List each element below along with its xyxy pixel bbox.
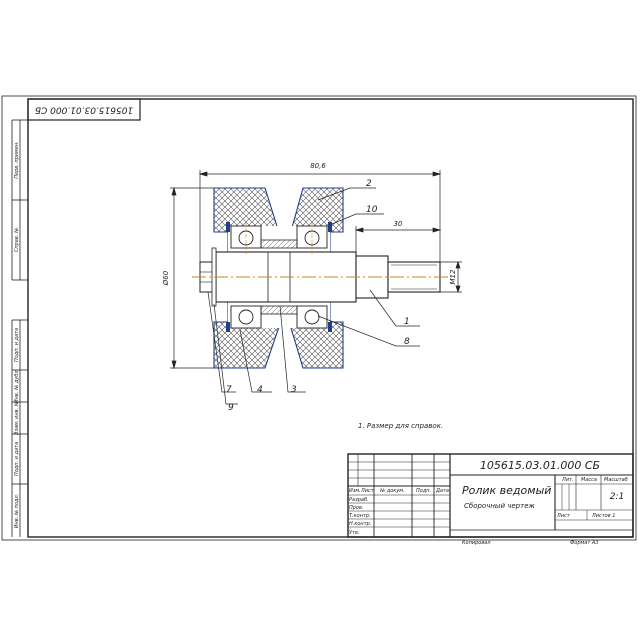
top-stamp-number: 105615.03.01.000 СБ (35, 105, 133, 115)
spacer-upper (260, 239, 298, 249)
spacer-lower (260, 305, 298, 315)
margin-label-podp-data-1: Подп. и дата (14, 328, 20, 362)
margin-label-inv-podl: Инв. № подл. (14, 494, 20, 529)
sheet-label: Лист (556, 513, 571, 519)
sheet-outer-border (1, 95, 637, 541)
role-nkontr: Н.контр. (349, 521, 371, 527)
role-tkontr: Т.контр. (349, 513, 371, 519)
dimensions (170, 170, 462, 370)
margin-label-inv-dubl: Инв. № дубл. (14, 369, 20, 403)
bearing-lower-right (296, 305, 328, 329)
circlip-upper-left (226, 222, 230, 232)
row-sign: Подп. (416, 488, 431, 494)
dim-thread: M12 (449, 269, 457, 284)
col-scale: Масштаб (604, 477, 628, 483)
dim-shaft-length: 30 (394, 220, 403, 228)
callout-10: 10 (366, 205, 378, 215)
left-margin-labels: Перв. примен. Справ. № Подп. и дата Инв.… (14, 141, 20, 528)
callout-numbers: 2 10 1 8 3 4 7 9 (226, 179, 410, 413)
callout-7: 7 (226, 385, 232, 395)
scale-value: 2:1 (610, 492, 624, 502)
sheet-inner-frame (27, 98, 634, 538)
row-izm: Изм. (349, 488, 361, 494)
margin-label-podp-data-2: Подп. и дата (14, 442, 20, 476)
role-razrab: Разраб. (349, 497, 369, 503)
title-name: Ролик ведомый (462, 484, 551, 497)
drawing-note: 1. Размер для справок. (358, 422, 443, 430)
role-utv: Утв. (349, 530, 360, 536)
title-doc-number: 105615.03.01.000 СБ (480, 459, 600, 472)
callout-9: 9 (228, 403, 234, 413)
role-prov: Пров. (349, 505, 364, 511)
row-list: Лист (360, 488, 375, 494)
row-date: Дата (435, 488, 449, 494)
title-block (347, 453, 634, 538)
callout-4: 4 (257, 385, 263, 395)
callout-2: 2 (366, 179, 372, 189)
circlip-lower-right (328, 322, 332, 332)
circlip-lower-left (226, 322, 230, 332)
circlip-upper-right (328, 222, 332, 232)
callout-1: 1 (404, 317, 410, 327)
row-doc: № докум. (379, 488, 405, 494)
sheets-label: Листов 1 (591, 513, 615, 519)
bearing-lower-left (230, 305, 262, 329)
callout-8: 8 (404, 337, 410, 347)
margin-label-vzam-inv: Взам. инв. № (14, 401, 20, 435)
dim-overall-length: 80,6 (310, 162, 326, 170)
callout-3: 3 (291, 385, 297, 395)
callout-leaders (207, 187, 420, 405)
col-mass: Масса (581, 477, 597, 483)
roller-assembly-view (192, 187, 452, 369)
format-label: Формат А3 (570, 540, 598, 546)
col-lit: Лит. (561, 477, 574, 483)
left-margin-columns (11, 119, 28, 537)
margin-label-perv-primen: Перв. примен. (14, 141, 20, 179)
copied-label: Копировал (462, 540, 491, 546)
margin-label-sprav-nomer: Справ. № (14, 228, 20, 252)
top-stamp-box (27, 98, 141, 121)
title-doc-type: Сборочный чертеж (464, 502, 535, 510)
dim-diameter: Ø60 (162, 270, 170, 286)
